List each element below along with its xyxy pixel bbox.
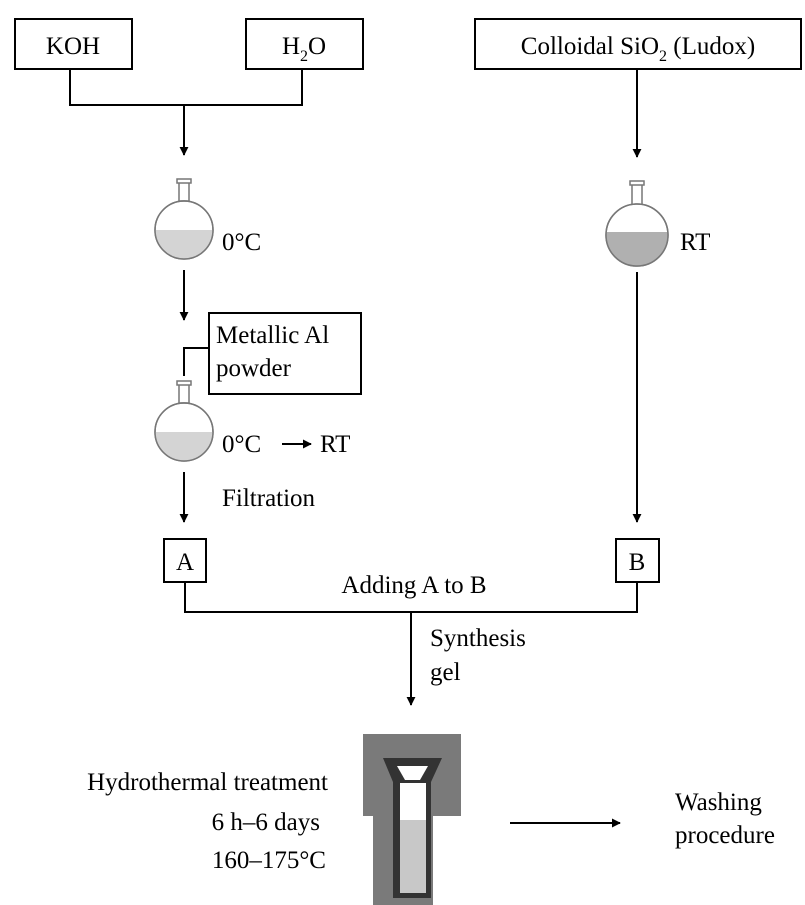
autoclave-content: [400, 820, 426, 893]
koh-h2o-merge-line: [69, 69, 303, 106]
koh-box: KOH: [14, 18, 133, 70]
autoclave-lid: [397, 766, 428, 780]
gel-label-2: gel: [430, 659, 461, 686]
h2o-box: H2O: [245, 18, 364, 70]
box-b-label: B: [629, 549, 646, 576]
washing-label-1: Washing: [675, 789, 762, 816]
filtration-label: Filtration: [222, 485, 316, 512]
adding-label: Adding A to B: [341, 572, 486, 599]
flask-3: [605, 180, 669, 267]
koh-label: KOH: [46, 33, 100, 60]
autoclave: [363, 734, 461, 905]
flask-3-temp-label: RT: [680, 229, 710, 256]
box-a-label: A: [176, 549, 194, 576]
flask-2-temp-from: 0°C: [222, 431, 261, 458]
silica-label: Colloidal SiO2 (Ludox): [521, 33, 755, 65]
treatment-label-3: 160–175°C: [212, 847, 326, 874]
treatment-label-1: Hydrothermal treatment: [87, 769, 328, 796]
gel-label-1: Synthesis: [430, 625, 526, 652]
al-powder-box: Metallic Al powder: [208, 312, 362, 395]
silica-box: Colloidal SiO2 (Ludox): [474, 18, 802, 70]
box-b: B: [615, 538, 660, 583]
treatment-label-2: 6 h–6 days: [212, 809, 320, 836]
flask-1-temp-label: 0°C: [222, 229, 261, 256]
washing-label-2: procedure: [675, 822, 775, 849]
al-powder-label-1: Metallic Al: [216, 322, 329, 349]
al-powder-label-2: powder: [216, 355, 292, 382]
flask-1: [154, 178, 214, 260]
al-feed-line: [183, 347, 209, 376]
flask-2-temp-to: RT: [320, 431, 350, 458]
box-a: A: [163, 538, 207, 583]
h2o-label: H2O: [282, 33, 326, 65]
